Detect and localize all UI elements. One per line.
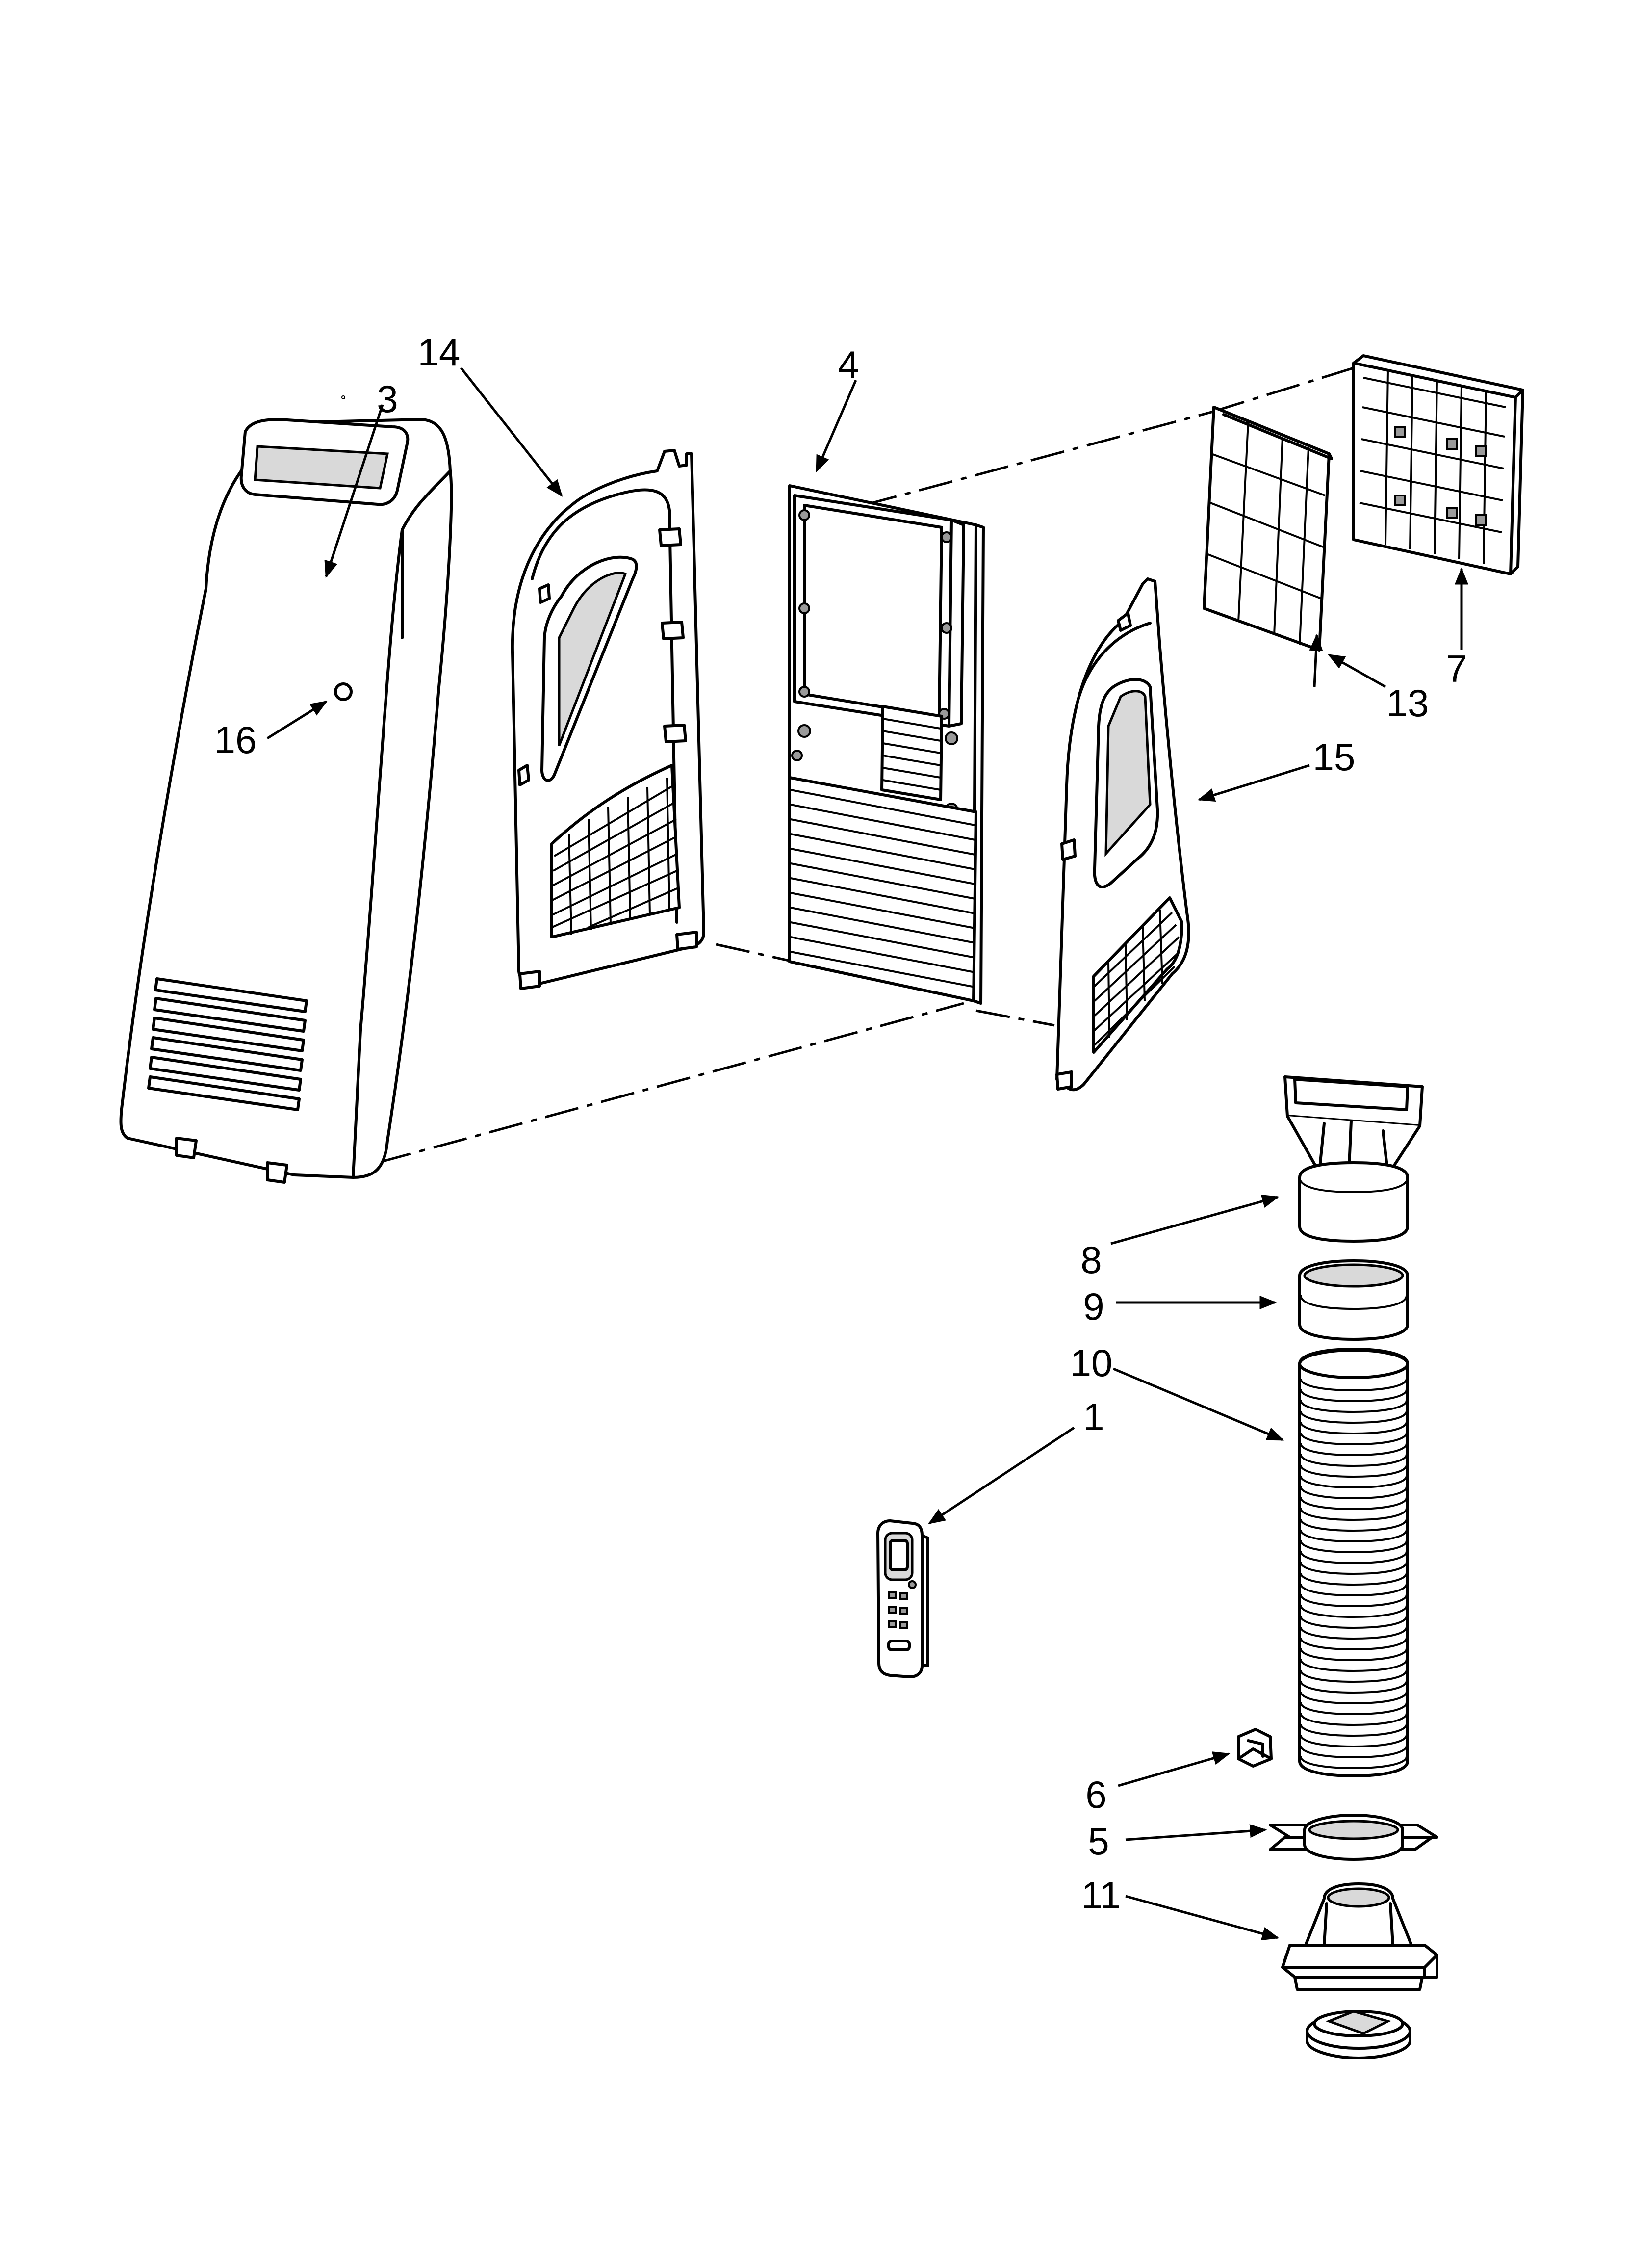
callout-labels: 3 14 4 16 13 7 15 8 9 10 1 6 5 11 (214, 331, 1467, 1917)
part-8-exhaust-adapter (1283, 1075, 1424, 1243)
callout-3: 3 (377, 377, 398, 420)
left-panel-grille (550, 764, 681, 938)
front-vents (147, 977, 308, 1111)
callout-11: 11 (1081, 1874, 1121, 1917)
callout-15: 15 (1313, 735, 1356, 779)
hose-ribs (1300, 1378, 1408, 1770)
hose-rib (1300, 1648, 1408, 1662)
hose-rib (1300, 1400, 1408, 1413)
hose-rib (1300, 1583, 1408, 1597)
part-15-right-side-panel (1055, 577, 1190, 1092)
callout-4: 4 (838, 343, 859, 386)
hose-rib (1300, 1421, 1408, 1435)
hose-rib (1300, 1540, 1408, 1554)
hose-rib (1300, 1443, 1408, 1457)
hose-rib (1300, 1734, 1408, 1748)
part-7-filter-frame (1352, 354, 1524, 575)
callout-16: 16 (214, 718, 257, 761)
hose-rib (1300, 1723, 1408, 1737)
hose-rib (1300, 1518, 1408, 1532)
hose-rib (1300, 1745, 1408, 1759)
hose-rib (1300, 1508, 1408, 1521)
part-1-remote-control (876, 1519, 929, 1678)
callout-6: 6 (1085, 1773, 1106, 1816)
rear-small-vent (880, 705, 943, 801)
hose-rib (1300, 1669, 1408, 1683)
hose-rib (1300, 1713, 1408, 1726)
callout-13: 13 (1386, 681, 1429, 725)
part-10-exhaust-hose (1298, 1348, 1409, 1777)
hose-rib (1300, 1562, 1408, 1575)
hose-rib (1300, 1659, 1408, 1672)
part-13-filter (1203, 406, 1333, 652)
hose-rib (1300, 1432, 1408, 1446)
callout-10: 10 (1070, 1341, 1113, 1384)
hose-rib (1300, 1410, 1408, 1424)
hose-rib (1300, 1691, 1408, 1705)
hose-rib (1300, 1680, 1408, 1694)
hose-rib (1300, 1529, 1408, 1543)
callout-8: 8 (1080, 1238, 1102, 1281)
part-3-front-cabinet (119, 395, 453, 1184)
callout-9: 9 (1083, 1285, 1104, 1328)
callout-7: 7 (1446, 647, 1467, 690)
hose-rib (1300, 1616, 1408, 1629)
hose-rib (1300, 1605, 1408, 1618)
part-4-rear-panel (788, 484, 985, 1005)
callout-1: 1 (1083, 1395, 1104, 1438)
hose-rib (1300, 1497, 1408, 1511)
hose-rib (1300, 1551, 1408, 1564)
part-14-left-side-panel (511, 449, 705, 990)
leader-lines (266, 367, 1468, 1941)
hose-rib (1300, 1389, 1408, 1403)
part-9-coupler (1298, 1259, 1409, 1341)
alignment-lines (377, 366, 1354, 1164)
rear-large-grille (788, 776, 977, 1002)
hose-rib (1300, 1756, 1408, 1770)
hose-rib (1300, 1454, 1408, 1467)
hose-rib (1300, 1475, 1408, 1489)
right-panel-grille (1092, 896, 1183, 1054)
hose-rib (1300, 1464, 1408, 1478)
hose-rib (1300, 1572, 1408, 1586)
hose-rib (1300, 1626, 1408, 1640)
hose-rib (1300, 1702, 1408, 1716)
part-6-hose-clip (1237, 1728, 1273, 1768)
part-5-hose-adapter (1269, 1814, 1438, 1861)
hose-rib (1300, 1378, 1408, 1392)
hose-rib (1300, 1486, 1408, 1500)
part-11-window-adapter (1281, 1882, 1438, 2059)
callout-5: 5 (1088, 1820, 1109, 1863)
hose-rib (1300, 1594, 1408, 1608)
hose-rib (1300, 1637, 1408, 1651)
callout-14: 14 (418, 331, 461, 374)
